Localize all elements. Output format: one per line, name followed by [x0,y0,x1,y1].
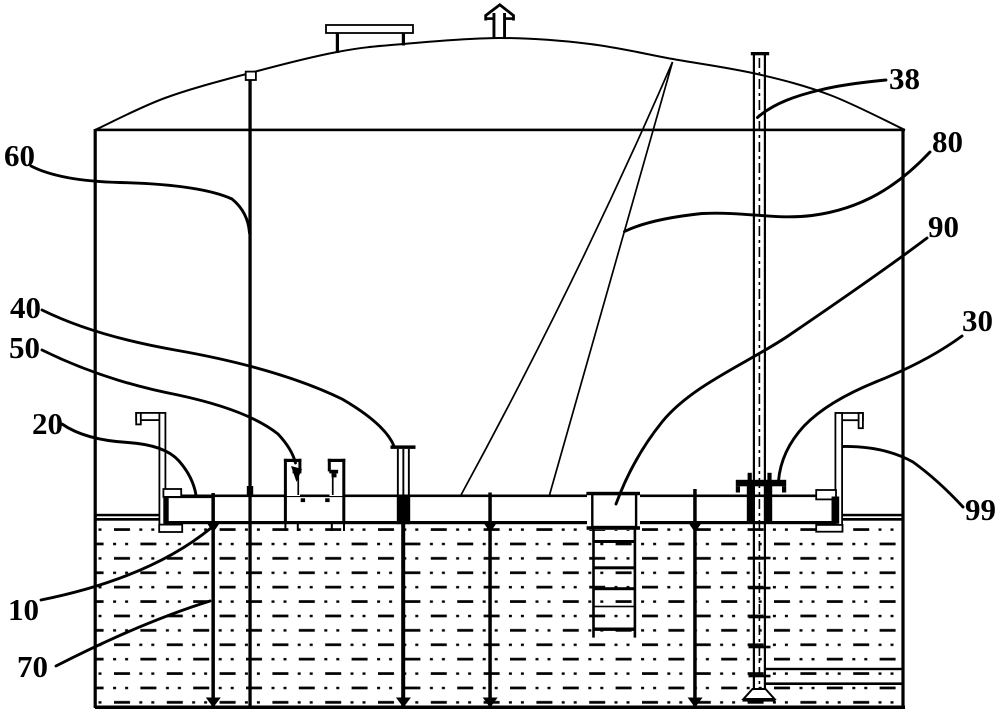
svg-text:90: 90 [928,209,959,244]
svg-text:30: 30 [962,303,993,338]
svg-text:80: 80 [932,124,963,159]
svg-text:99: 99 [965,492,996,527]
svg-text:20: 20 [32,406,63,441]
svg-text:60: 60 [4,138,35,173]
svg-text:40: 40 [10,290,41,325]
svg-text:70: 70 [17,649,48,684]
svg-text:50: 50 [9,330,40,365]
svg-text:10: 10 [8,592,39,627]
svg-text:38: 38 [889,61,920,96]
